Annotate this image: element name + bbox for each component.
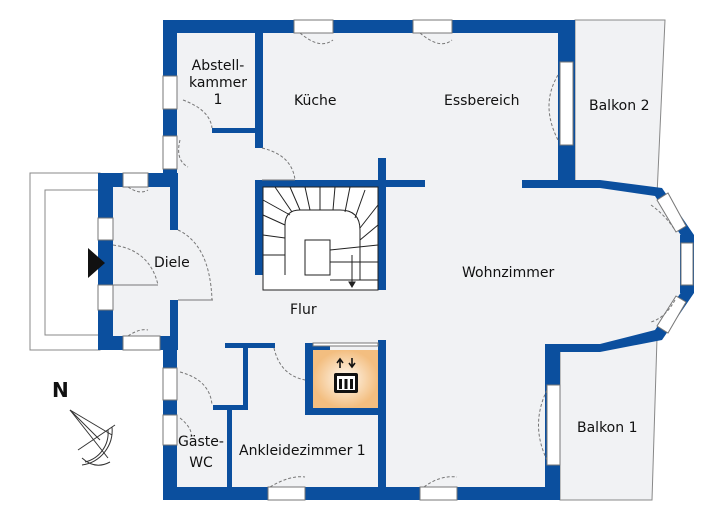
compass-icon	[69, 409, 116, 466]
room-flur: Flur	[290, 302, 317, 318]
floor-area	[105, 26, 688, 495]
room-balkon-1: Balkon 1	[577, 420, 638, 436]
room-kueche: Küche	[294, 93, 337, 109]
compass-label: N	[52, 378, 69, 402]
windows	[97, 19, 694, 501]
entrance-arrow-icon	[88, 248, 105, 278]
room-gaeste-wc: Gäste- WC	[178, 434, 224, 471]
room-diele: Diele	[154, 255, 190, 271]
room-wohnzimmer: Wohnzimmer	[462, 265, 555, 281]
room-ankleidezimmer: Ankleidezimmer 1	[239, 443, 366, 459]
elevator-icon	[334, 357, 358, 393]
stairs-icon	[262, 186, 379, 291]
room-essbereich: Essbereich	[444, 93, 520, 109]
room-balkon-2: Balkon 2	[589, 98, 650, 114]
room-abstellkammer: Abstell- kammer 1	[188, 58, 248, 108]
door-swings	[112, 32, 676, 488]
balkon-1-area	[559, 337, 658, 501]
